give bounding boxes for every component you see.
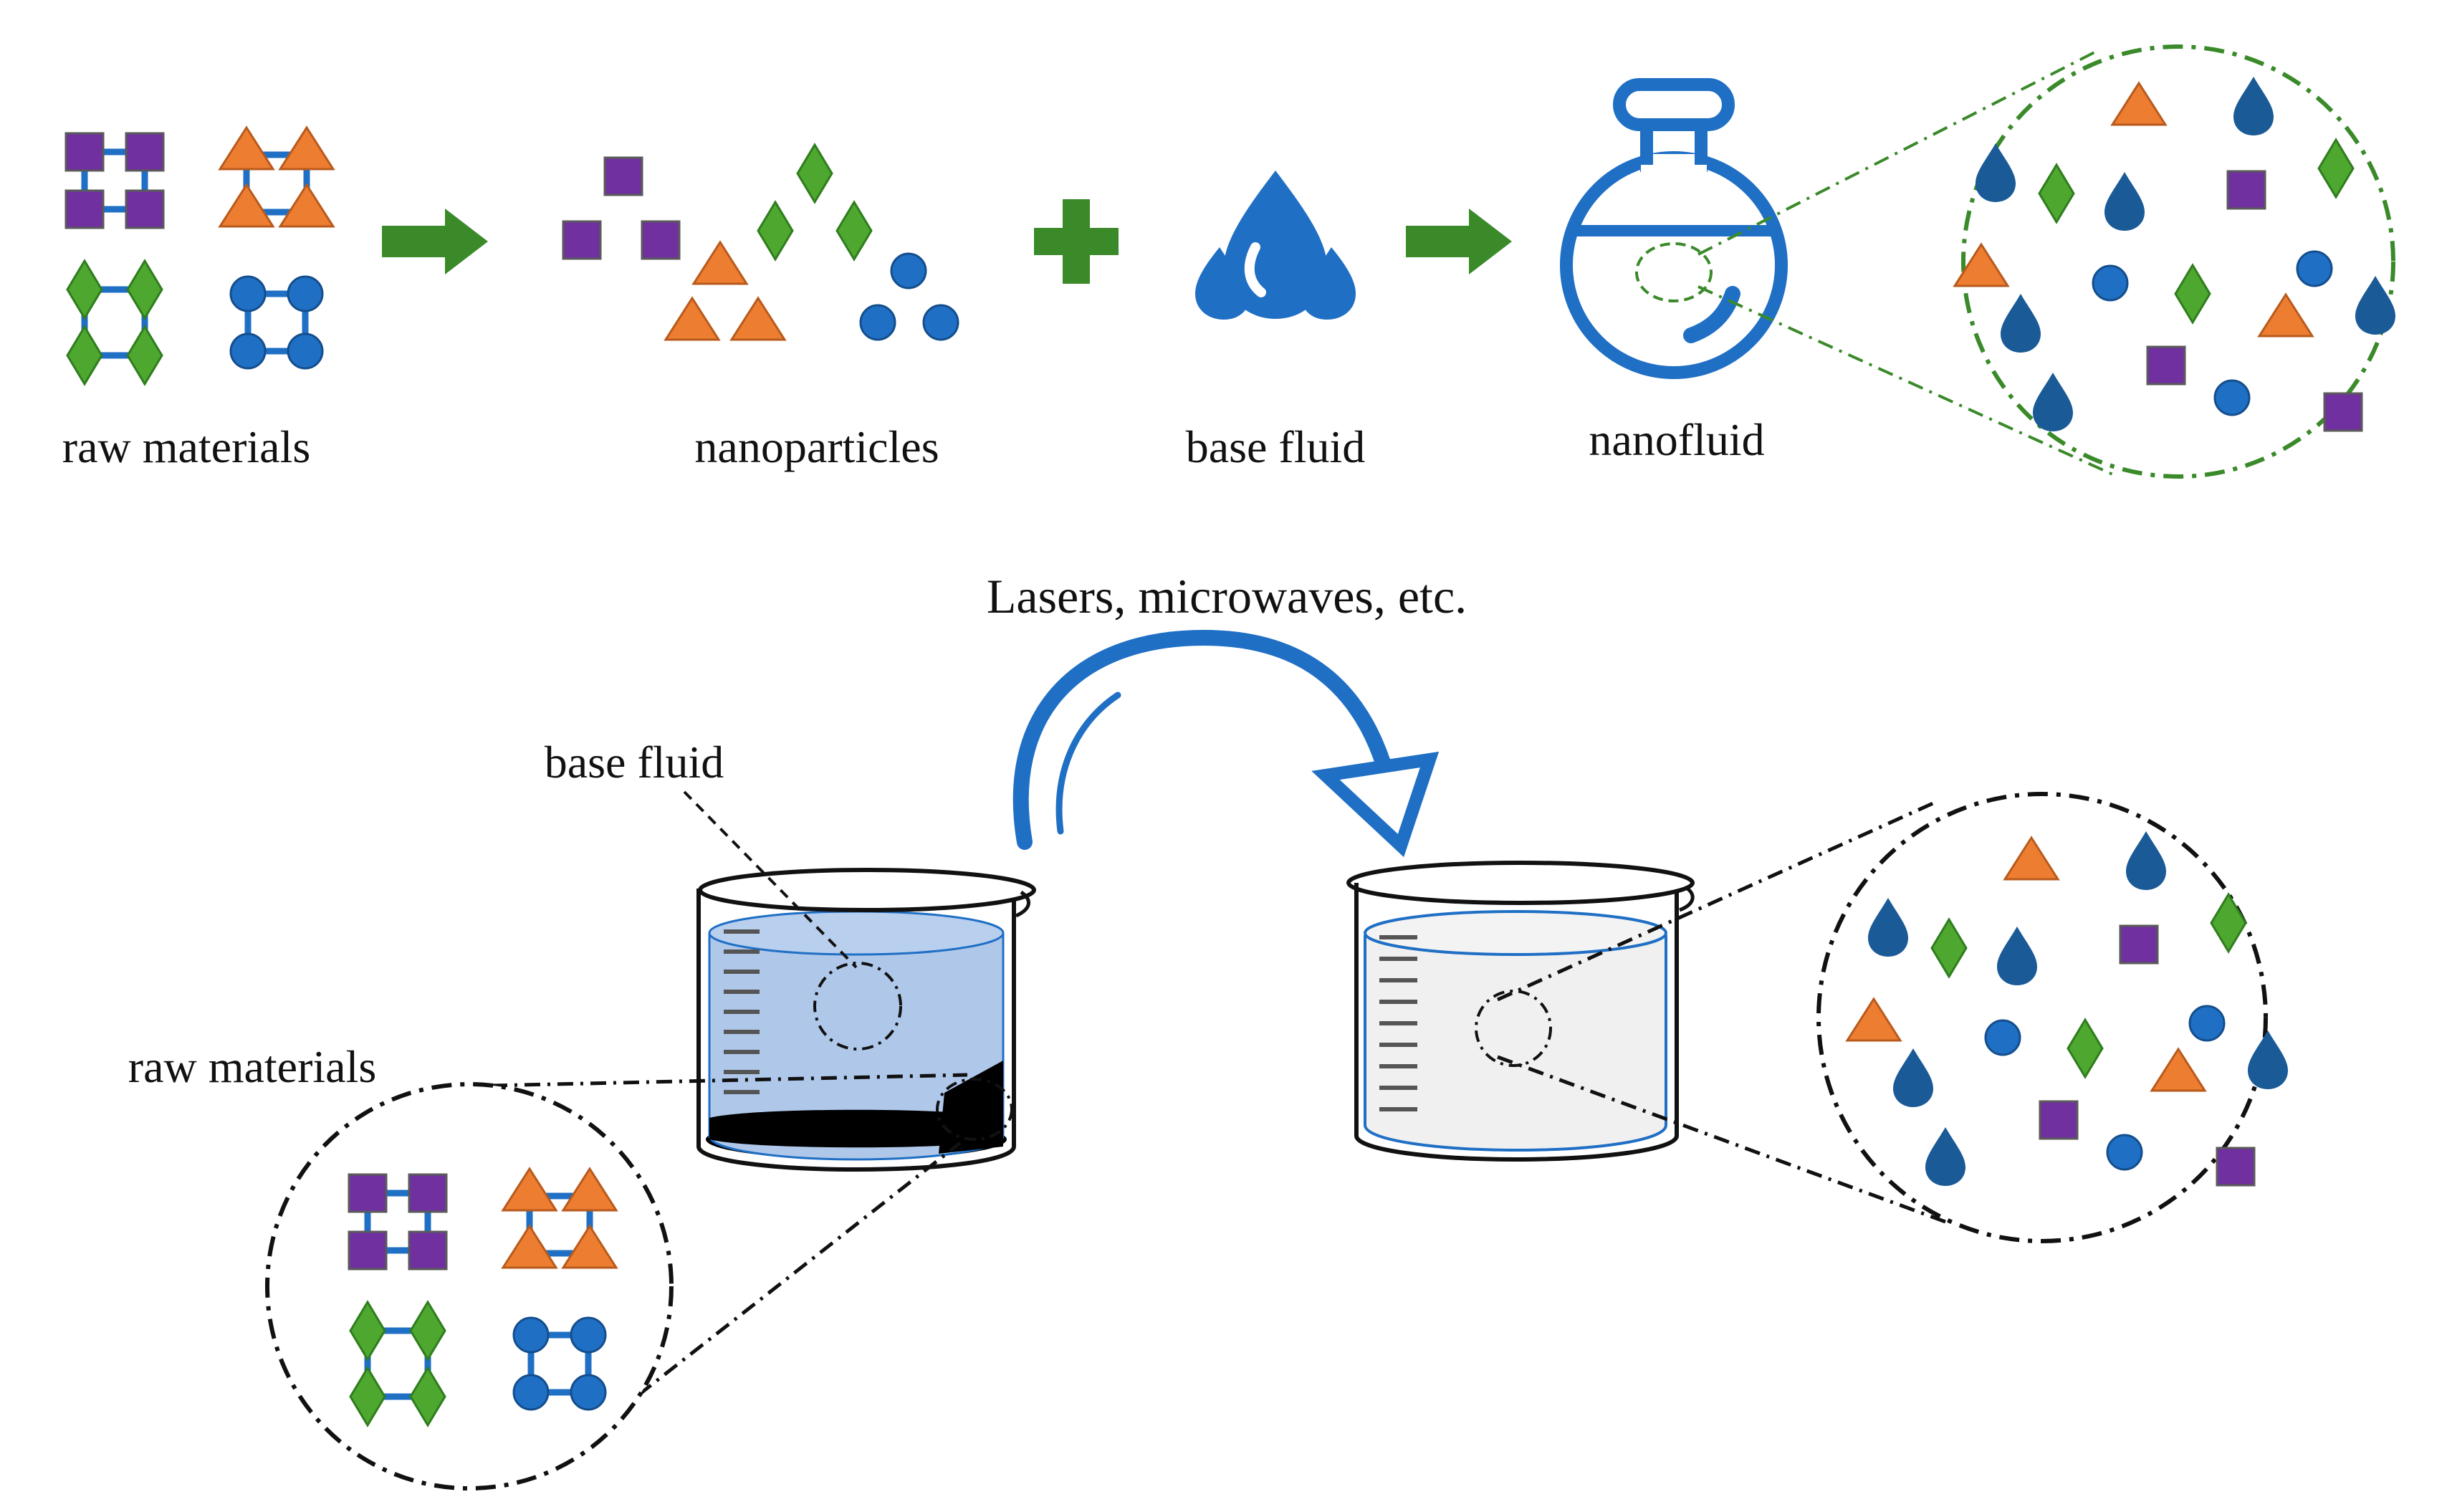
nanoparticles-group [562, 143, 959, 341]
process-label: Lasers, microwaves, etc. [987, 569, 1467, 623]
nanofluid-zoom-circle [1955, 44, 2395, 479]
product-zoom-connector [1496, 800, 1946, 1224]
water-drop-icon [1195, 171, 1356, 320]
beaker-icon [1346, 861, 1695, 1162]
top-base-fluid-label: base fluid [1186, 421, 1366, 472]
top-nanoparticles-label: nanoparticles [694, 421, 939, 472]
beaker-icon [696, 868, 1036, 1172]
curved-arrow-icon [1012, 629, 1440, 858]
arrow-right-icon [1406, 209, 1512, 274]
beaker-base-fluid-label: base fluid [545, 737, 724, 788]
raw-materials-group [66, 128, 333, 384]
raw-materials-zoom-circle [265, 1082, 674, 1491]
top-raw-materials-label: raw materials [62, 421, 311, 472]
base-fluid-pointer [683, 790, 858, 969]
top-zoom-connector [1697, 50, 2118, 478]
raw-zoom-connector [458, 1073, 968, 1417]
product-zoom-circle [1816, 792, 2288, 1243]
plus-icon [1034, 199, 1119, 284]
arrow-right-icon [382, 209, 488, 274]
top-nanofluid-label: nanofluid [1589, 414, 1764, 465]
beaker-raw-materials-label: raw materials [128, 1041, 377, 1092]
